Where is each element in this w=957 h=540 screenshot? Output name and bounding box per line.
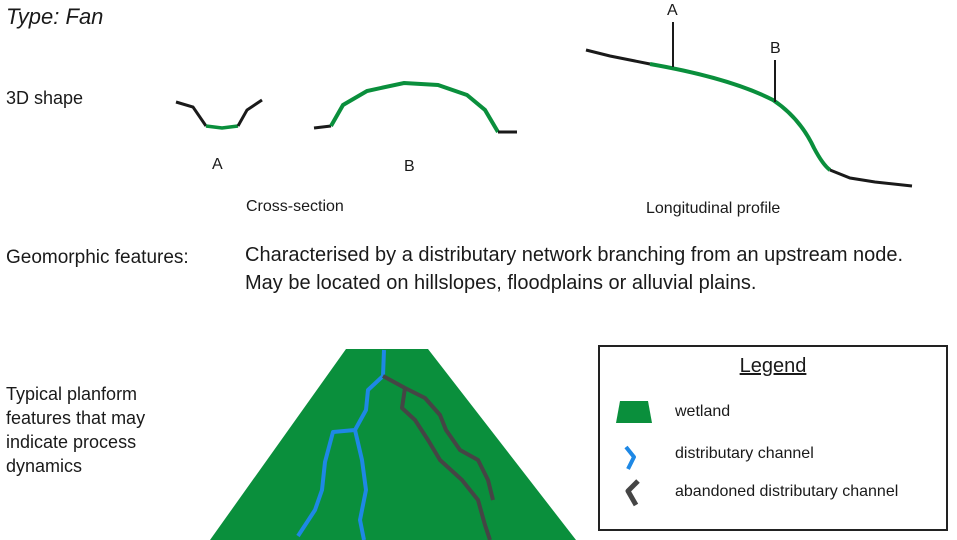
cross-section-caption: Cross-section	[246, 198, 344, 215]
legend-item-distributary: distributary channel	[675, 445, 814, 462]
legend: Legend wetland distributary channel aban…	[598, 345, 948, 531]
cross-section-a-label: A	[212, 156, 223, 173]
planform-label-line: indicate process	[6, 432, 137, 452]
legend-title: Legend	[739, 355, 807, 377]
legend-item-wetland: wetland	[675, 403, 731, 420]
profile-b-label: B	[770, 40, 781, 57]
shape-label: 3D shape	[6, 88, 84, 108]
planform-label-line: Typical planform	[6, 384, 138, 404]
wetland-swatch	[616, 401, 652, 423]
planform-label-line: features that may	[6, 408, 146, 428]
geomorphic-text: Characterised by a distributary network …	[245, 244, 904, 294]
blue-channel-icon	[624, 445, 636, 470]
longitudinal-caption: Longitudinal profile	[646, 200, 781, 217]
planform-label: Typical planform features that may indic…	[6, 382, 145, 478]
geomorphic-label: Geomorphic features:	[6, 247, 189, 268]
cross-section-a-shape	[175, 98, 263, 130]
page-title: Type: Fan	[6, 4, 104, 29]
cross-section-b-label: B	[404, 158, 415, 175]
grey-channel-icon	[625, 479, 640, 507]
longitudinal-profile-shape	[585, 22, 913, 188]
cross-section-b-shape	[313, 80, 517, 134]
legend-item-abandoned: abandoned distributary channel	[675, 483, 899, 500]
profile-a-label: A	[667, 2, 678, 19]
planform-fan	[210, 349, 576, 540]
planform-label-line: dynamics	[6, 456, 83, 476]
